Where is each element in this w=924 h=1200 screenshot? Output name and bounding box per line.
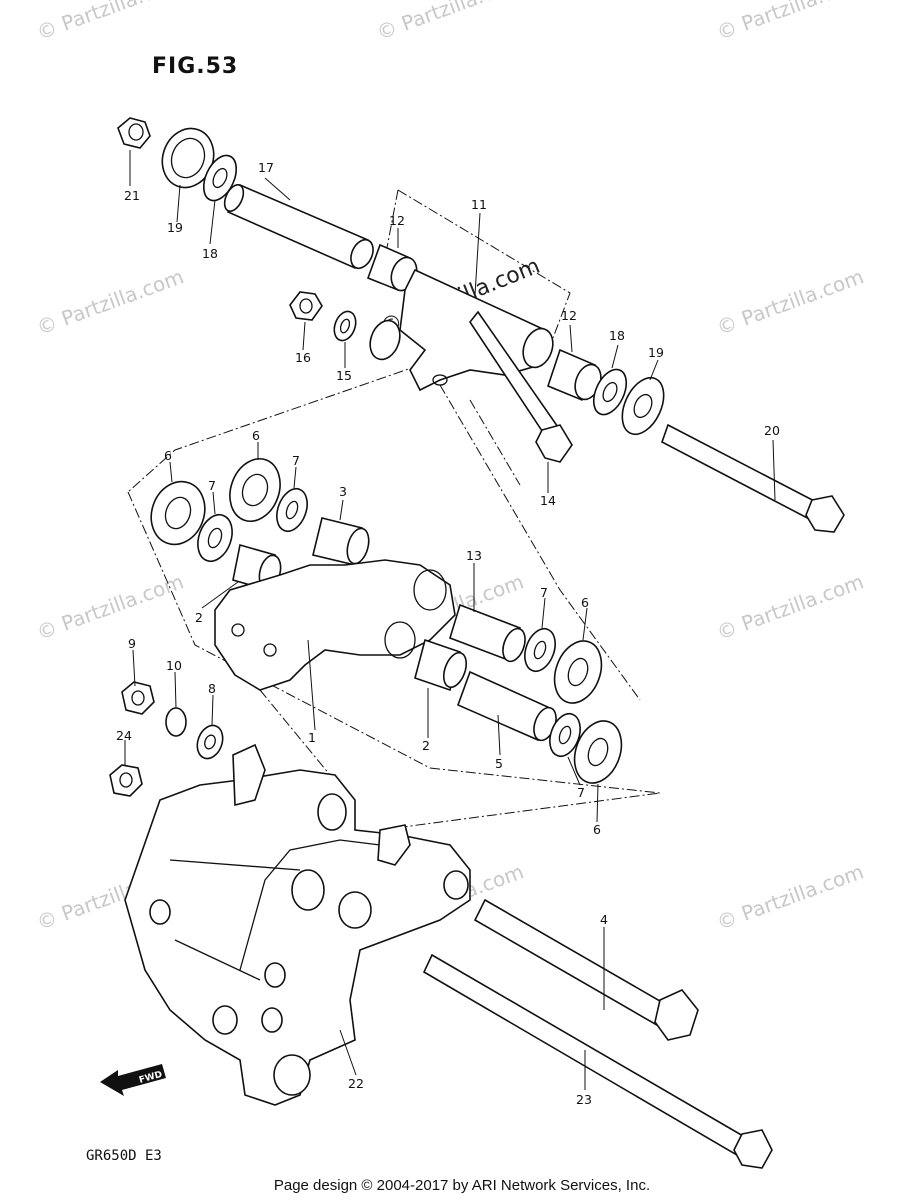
callout-7: 7 [577,785,585,800]
callout-1: 1 [308,730,316,745]
callout-13: 13 [466,548,482,563]
callout-12: 12 [389,213,405,228]
part-10-washer [165,707,187,737]
watermark: © Partzilla.com [714,569,867,644]
callout-18: 18 [202,246,218,261]
callout-12: 12 [561,308,577,323]
callout-18: 18 [609,328,625,343]
watermark: © Partzilla.com [34,264,187,339]
fwd-arrow-icon: FWD [100,1064,166,1096]
part-7-washer [276,487,308,533]
callout-6: 6 [252,428,260,443]
part-15-washer [333,310,357,342]
part-16-nut [289,291,323,321]
part-21-nut [117,117,151,149]
part-7-washer [549,712,581,758]
part-5-spacer [456,670,557,742]
callout-22: 22 [348,1076,364,1091]
callout-14: 14 [540,493,556,508]
part-20-bolt [661,423,845,533]
part-8-washer [196,724,224,760]
figure-title: FIG.53 [152,54,239,79]
callout-6: 6 [164,448,172,463]
watermark: © Partzilla.com [34,569,187,644]
part-23-bolt [422,953,773,1169]
part-9-nut [121,681,155,715]
part-7-washer [524,627,556,673]
callout-8: 8 [208,681,216,696]
callout-15: 15 [336,368,352,383]
callouts: 21 19 18 17 12 11 12 16 15 18 19 20 14 6… [116,160,780,1107]
callout-24: 24 [116,728,132,743]
model-code: GR650D E3 [86,1148,162,1164]
part-6-seal [553,640,603,704]
callout-21: 21 [124,188,140,203]
callout-17: 17 [258,160,274,175]
assembly-lines [127,189,661,831]
part-17-spacer [223,183,374,270]
part-14-bolt [469,310,573,463]
callout-9: 9 [128,636,136,651]
callout-10: 10 [166,658,182,673]
part-6-seal [150,480,206,546]
part-7-washer [197,513,233,563]
watermark: © Partzilla.com [714,859,867,934]
watermark: © Partzilla.com [714,0,867,45]
callout-16: 16 [295,350,311,365]
part-4-bolt [473,898,699,1041]
callout-4: 4 [600,912,608,927]
callout-20: 20 [764,423,780,438]
part-13-spacer [449,603,526,663]
callout-11: 11 [471,197,487,212]
part-24-nut [109,764,143,797]
leader-lines [124,150,776,1090]
part-1-cushion-lever [214,559,456,691]
part-6-seal [573,720,623,784]
callout-7: 7 [540,585,548,600]
callout-3: 3 [339,484,347,499]
watermark: © Partzilla.com [714,264,867,339]
part-3-spacer [312,517,370,566]
part-2-bearing [414,638,468,692]
page-footer: Page design © 2004-2017 by ARI Network S… [273,1177,651,1194]
watermark: © Partzilla.com [34,0,187,45]
callout-7: 7 [208,478,216,493]
part-19-collar [621,376,665,436]
watermark: © Partzilla.com [374,0,527,45]
part-6-seal [229,458,281,522]
callout-19: 19 [167,220,183,235]
callout-6: 6 [593,822,601,837]
part-22-bracket [124,743,471,1106]
callout-5: 5 [495,756,503,771]
callout-6: 6 [581,595,589,610]
callout-2: 2 [422,738,430,753]
part-18-washer [202,154,238,202]
callout-7: 7 [292,453,300,468]
callout-2: 2 [195,610,203,625]
part-18-washer [592,368,628,416]
callout-19: 19 [648,345,664,360]
callout-23: 23 [576,1092,592,1107]
